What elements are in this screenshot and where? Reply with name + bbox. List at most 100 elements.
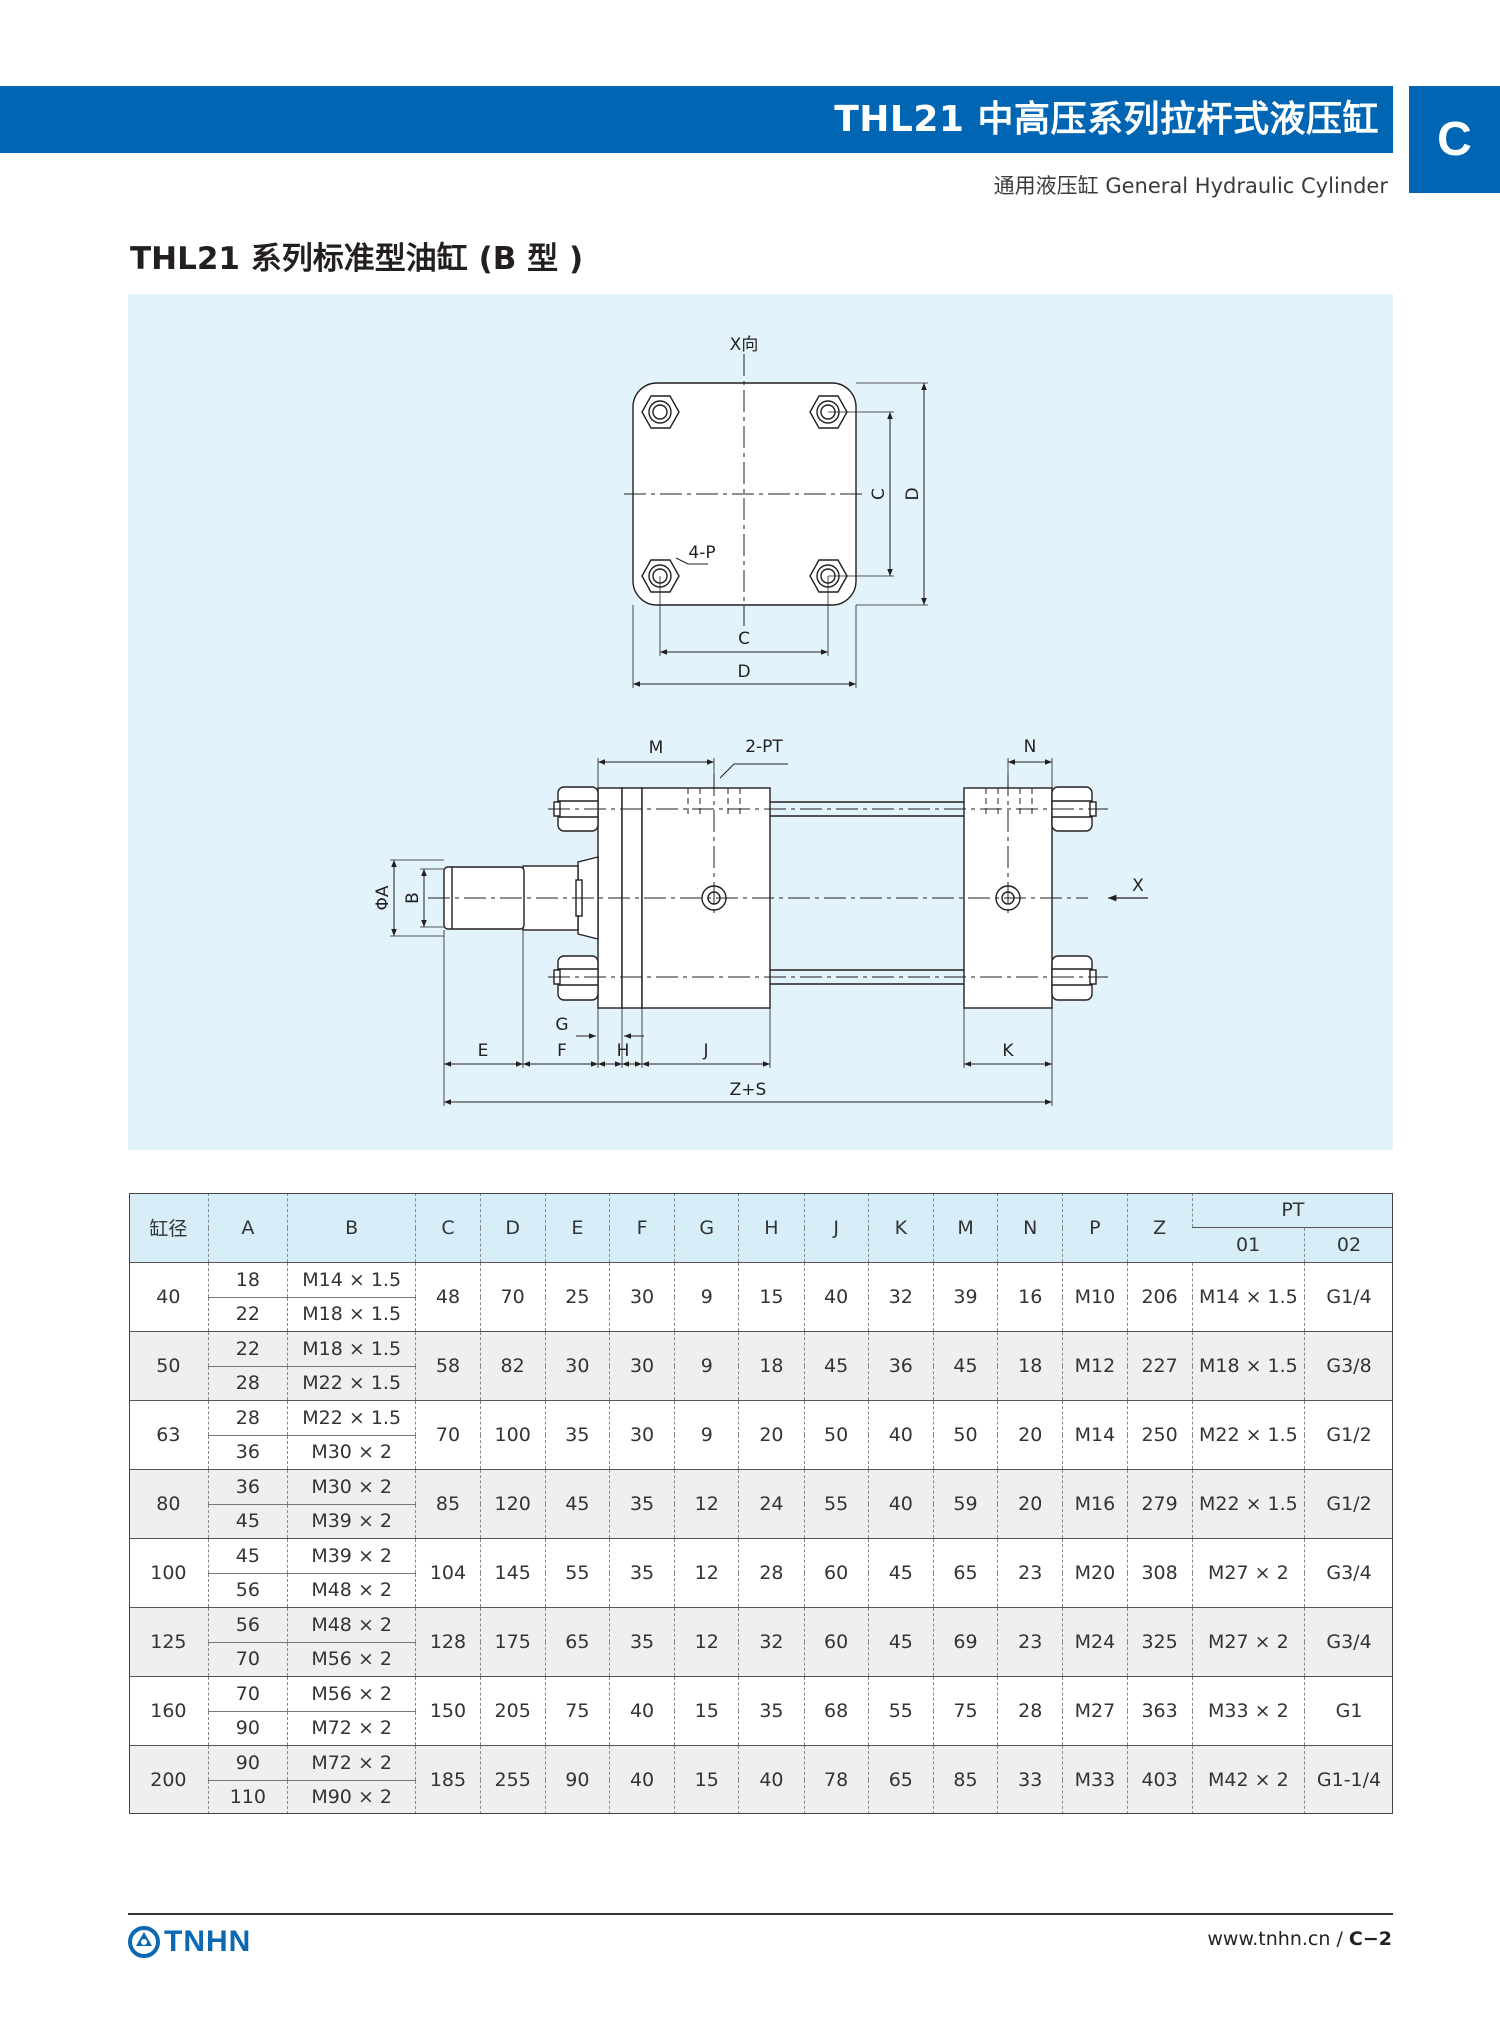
col-c: C <box>415 1193 481 1263</box>
cell-e: 55 <box>544 1538 610 1608</box>
cell-g: 12 <box>674 1469 739 1539</box>
brand-name: TNHN <box>164 1925 252 1958</box>
cell-m: 59 <box>932 1469 998 1539</box>
cell-a: 28 <box>207 1365 288 1401</box>
footer-url[interactable]: www.tnhn.cn <box>1207 1928 1331 1950</box>
cell-e: 30 <box>544 1331 610 1401</box>
cell-n: 16 <box>997 1262 1063 1332</box>
technical-drawing: X向 C D 4-P C D <box>128 294 1393 1150</box>
cell-k: 40 <box>867 1400 934 1470</box>
end-view <box>624 354 928 688</box>
cell-m: 39 <box>932 1262 998 1332</box>
cell-a: 22 <box>207 1296 288 1332</box>
cell-a: 90 <box>207 1745 288 1780</box>
cell-m: 75 <box>932 1676 998 1746</box>
col-a: A <box>207 1193 288 1263</box>
cell-pt02: G1/2 <box>1304 1400 1393 1470</box>
col-p: P <box>1062 1193 1127 1263</box>
cell-z: 325 <box>1126 1607 1193 1677</box>
cell-bore: 100 <box>129 1538 209 1608</box>
cell-b: M30 × 2 <box>286 1434 416 1470</box>
cell-n: 33 <box>997 1745 1063 1814</box>
spec-table: 缸径 A B C D E F G H J K M N P Z PT 01 02 … <box>129 1193 1393 1814</box>
label-g: G <box>555 1015 568 1035</box>
cell-a: 45 <box>207 1538 288 1573</box>
cell-f: 30 <box>608 1262 675 1332</box>
cell-pt01: M27 × 2 <box>1191 1538 1305 1608</box>
section-title: THL21 系列标准型油缸 (B 型 ) <box>130 241 584 277</box>
cell-c: 85 <box>415 1469 481 1539</box>
cell-m: 69 <box>932 1607 998 1677</box>
cell-n: 18 <box>997 1331 1063 1401</box>
cell-n: 20 <box>997 1469 1063 1539</box>
cell-b: M56 × 2 <box>286 1676 416 1711</box>
cell-k: 32 <box>867 1262 934 1332</box>
cell-h: 40 <box>738 1745 805 1814</box>
cell-b: M18 × 1.5 <box>286 1331 416 1366</box>
cell-j: 68 <box>803 1676 869 1746</box>
col-j: J <box>803 1193 869 1263</box>
footer-separator: / <box>1336 1928 1343 1950</box>
cell-b: M72 × 2 <box>286 1745 416 1780</box>
cell-a: 28 <box>207 1400 288 1435</box>
tnhn-logo-icon <box>128 1926 160 1958</box>
cell-pt01: M42 × 2 <box>1191 1745 1305 1814</box>
cell-g: 12 <box>674 1538 739 1608</box>
col-g: G <box>674 1193 739 1263</box>
cell-n: 23 <box>997 1607 1063 1677</box>
cell-a: 18 <box>207 1262 288 1297</box>
cell-d: 100 <box>479 1400 546 1470</box>
cell-d: 70 <box>479 1262 546 1332</box>
cell-bore: 160 <box>129 1676 209 1746</box>
cell-j: 45 <box>803 1331 869 1401</box>
col-z: Z <box>1126 1193 1193 1263</box>
col-k: K <box>867 1193 934 1263</box>
cell-g: 15 <box>674 1676 739 1746</box>
cell-h: 28 <box>738 1538 805 1608</box>
cell-e: 90 <box>544 1745 610 1814</box>
col-n: N <box>997 1193 1063 1263</box>
cell-c: 58 <box>415 1331 481 1401</box>
cell-b: M48 × 2 <box>286 1572 416 1608</box>
cell-p: M10 <box>1062 1262 1127 1332</box>
cell-p: M24 <box>1062 1607 1127 1677</box>
cell-c: 104 <box>415 1538 481 1608</box>
cell-d: 255 <box>479 1745 546 1814</box>
cell-a: 56 <box>207 1572 288 1608</box>
label-x-view: X向 <box>730 335 759 355</box>
label-e: E <box>478 1041 489 1061</box>
cell-b: M39 × 2 <box>286 1538 416 1573</box>
end-view-labels: X向 C D 4-P C D <box>688 335 923 682</box>
cell-h: 20 <box>738 1400 805 1470</box>
cell-a: 70 <box>207 1676 288 1711</box>
cell-j: 55 <box>803 1469 869 1539</box>
col-d: D <box>479 1193 546 1263</box>
cell-p: M20 <box>1062 1538 1127 1608</box>
cell-b: M56 × 2 <box>286 1641 416 1677</box>
cell-pt02: G1/4 <box>1304 1262 1393 1332</box>
cell-n: 20 <box>997 1400 1063 1470</box>
label-d-vertical: D <box>903 487 923 500</box>
cell-b: M22 × 1.5 <box>286 1365 416 1401</box>
cell-c: 185 <box>415 1745 481 1814</box>
cell-h: 32 <box>738 1607 805 1677</box>
label-z-s: Z+S <box>730 1080 767 1100</box>
cell-pt01: M27 × 2 <box>1191 1607 1305 1677</box>
cell-h: 18 <box>738 1331 805 1401</box>
cell-j: 78 <box>803 1745 869 1814</box>
label-j: J <box>702 1041 708 1061</box>
cell-k: 36 <box>867 1331 934 1401</box>
cell-f: 35 <box>608 1469 675 1539</box>
cell-k: 65 <box>867 1745 934 1814</box>
cell-b: M30 × 2 <box>286 1469 416 1504</box>
cell-g: 9 <box>674 1400 739 1470</box>
